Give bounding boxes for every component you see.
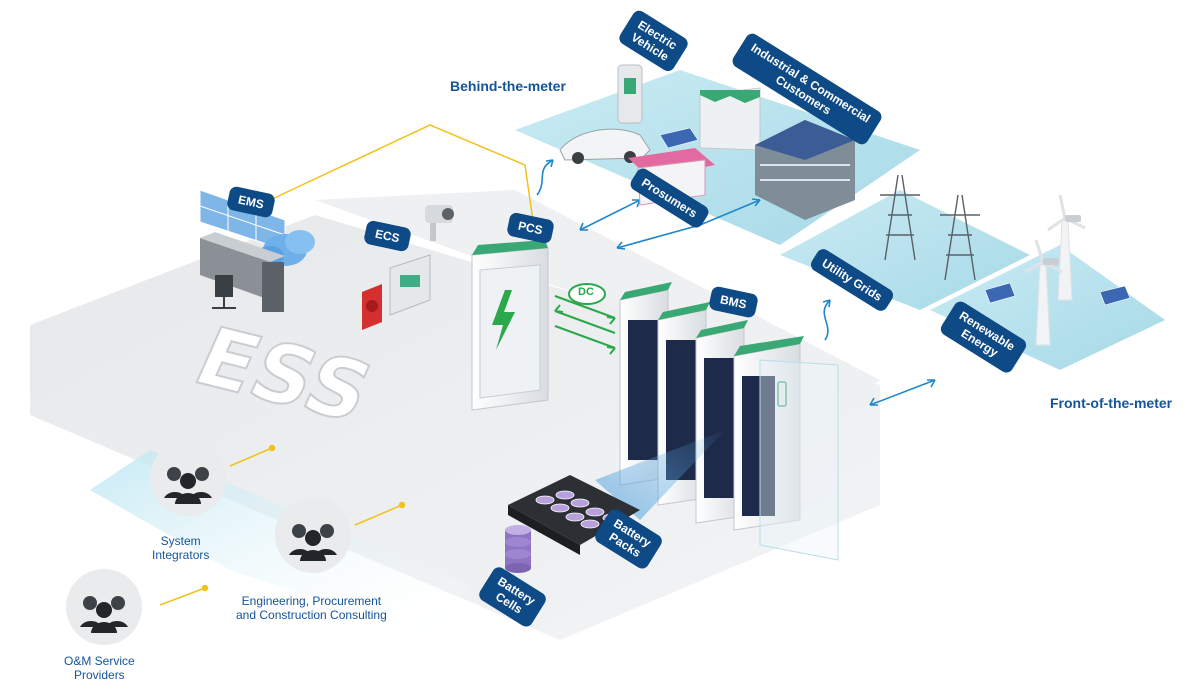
lightning-icon [492, 290, 515, 350]
epc-line2: and Construction Consulting [236, 608, 387, 622]
battery-rack [695, 320, 748, 524]
wind-turbine-icon [1024, 194, 1086, 346]
ev-charger-icon [617, 64, 643, 124]
people-group-icon [150, 440, 226, 516]
factory-building [699, 87, 761, 151]
people-group-icon [275, 497, 351, 573]
om-line1: O&M Service [64, 654, 135, 668]
control-panel-device [389, 254, 431, 316]
building-icon [755, 120, 855, 220]
epc-line1: Engineering, Procurement [241, 594, 382, 608]
system-integrators-line2: Integrators [152, 548, 210, 562]
system-integrators-line1: System [160, 534, 201, 548]
epc-label: Engineering, Procurement and Constructio… [236, 594, 387, 622]
dc-flow-arrows [554, 295, 616, 355]
zoom-beam [595, 430, 725, 520]
utility-grid-platform [780, 190, 1030, 310]
om-line2: Providers [74, 668, 125, 682]
control-desk [200, 232, 285, 312]
om-service-label: O&M Service Providers [64, 654, 135, 682]
ems-pcs-link [269, 124, 536, 236]
solar-panel-icon [659, 127, 1131, 306]
people-group-icon [66, 569, 142, 645]
battery-rack [733, 336, 804, 531]
battery-cell-stack [505, 525, 531, 573]
behind-the-meter-title: Behind-the-meter [450, 78, 566, 94]
rack-glass-enclosure [759, 359, 839, 561]
pcs-cabinet [471, 240, 549, 411]
camera-icon [425, 205, 454, 241]
stakeholder-links [159, 444, 406, 606]
dc-badge [568, 283, 606, 305]
battery-rack [619, 282, 672, 486]
transmission-tower-icon [880, 174, 980, 281]
dc-label: DC [578, 286, 594, 298]
system-integrators-label: System Integrators [152, 534, 209, 562]
fire-alarm-icon [362, 284, 382, 330]
front-of-the-meter-title: Front-of-the-meter [1050, 395, 1173, 411]
